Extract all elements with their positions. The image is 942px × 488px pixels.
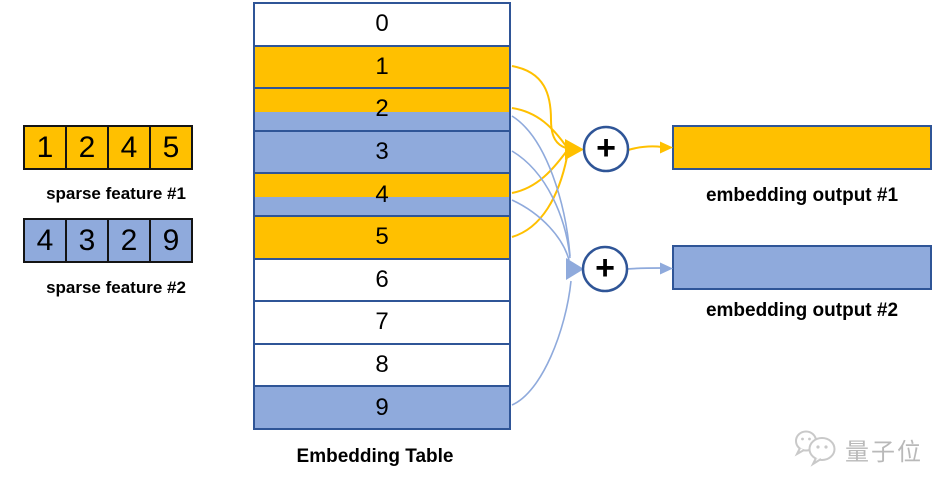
table-row-0: 0 bbox=[255, 4, 509, 47]
feature-2-cell: 9 bbox=[151, 218, 193, 263]
arrow-row9-to-sum2 bbox=[511, 280, 572, 406]
table-row-5: 5 bbox=[255, 216, 509, 260]
sparse-feature-1-vector: 1 2 4 5 bbox=[23, 125, 193, 170]
embedding-output-1-label: embedding output #1 bbox=[705, 185, 899, 206]
plus-icon: + bbox=[596, 129, 616, 167]
feature-1-cell: 2 bbox=[67, 125, 109, 170]
table-row-4: 4 bbox=[255, 174, 509, 217]
plus-icon: + bbox=[595, 249, 615, 287]
watermark-qbitai: 量子位 bbox=[845, 439, 923, 466]
table-row-1: 1 bbox=[255, 46, 509, 90]
embedding-output-2-box bbox=[672, 245, 932, 290]
blue-arrowhead bbox=[566, 258, 584, 280]
sum-circle-1 bbox=[582, 125, 630, 173]
arrow-sum2-to-output2 bbox=[626, 267, 663, 270]
embedding-output-2-label: embedding output #2 bbox=[705, 300, 899, 321]
orange-arrowhead bbox=[565, 139, 584, 160]
sparse-feature-2-label: sparse feature #2 bbox=[46, 278, 186, 297]
feature-2-cell: 3 bbox=[67, 218, 109, 263]
sparse-feature-1-label: sparse feature #1 bbox=[46, 184, 186, 203]
feature-1-cell: 5 bbox=[151, 125, 193, 170]
table-row-9: 9 bbox=[255, 387, 509, 428]
feature2-lookup-arrows bbox=[511, 115, 572, 406]
arrow-row4-to-sum2 bbox=[511, 199, 570, 261]
arrow-row1-to-sum1 bbox=[511, 65, 567, 149]
arrow-row2-to-sum2 bbox=[511, 115, 571, 257]
embedding-table-title: Embedding Table bbox=[296, 446, 454, 467]
embedding-table: 0 1 2 3 4 5 6 7 8 9 bbox=[253, 2, 511, 430]
feature-1-cell: 4 bbox=[109, 125, 151, 170]
table-row-3: 3 bbox=[255, 131, 509, 175]
table-row-7: 7 bbox=[255, 302, 509, 345]
feature-2-cell: 4 bbox=[23, 218, 67, 263]
table-row-8: 8 bbox=[255, 344, 509, 388]
sum-circle-2 bbox=[581, 245, 629, 293]
feature-2-cell: 2 bbox=[109, 218, 151, 263]
sparse-feature-2-vector: 4 3 2 9 bbox=[23, 218, 193, 263]
arrow-sum1-to-output1 bbox=[627, 145, 663, 151]
feature1-lookup-arrows bbox=[511, 65, 568, 238]
embedding-output-1-box bbox=[672, 125, 932, 170]
feature-1-cell: 1 bbox=[23, 125, 67, 170]
arrow-row5-to-sum1 bbox=[511, 156, 568, 238]
arrow-row2-to-sum1 bbox=[511, 107, 567, 147]
table-row-6: 6 bbox=[255, 259, 509, 303]
arrow-row4-to-sum1 bbox=[511, 151, 567, 194]
arrow-row3-to-sum2 bbox=[511, 150, 571, 259]
table-row-2: 2 bbox=[255, 89, 509, 132]
chat-bubbles-icon bbox=[794, 430, 836, 467]
